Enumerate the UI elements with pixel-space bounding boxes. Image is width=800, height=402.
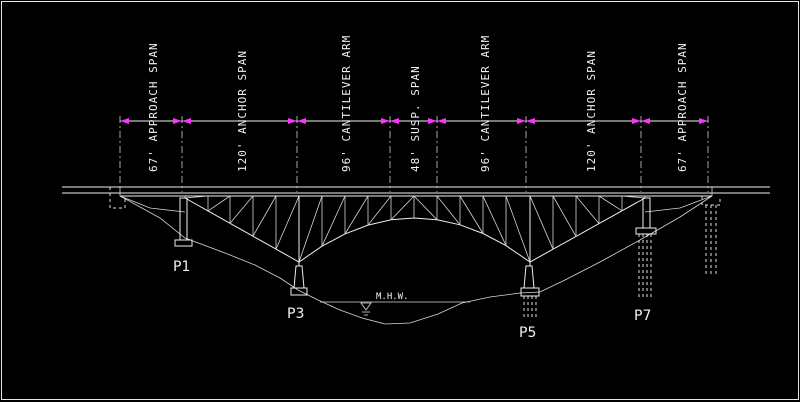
pier-label-p5: P5: [519, 325, 536, 341]
water-level: M.H.W.: [320, 292, 470, 316]
truss-diagonal: [505, 195, 531, 263]
span-label-anchor-left: 120' ANCHOR SPAN: [236, 50, 249, 172]
truss-diagonal: [184, 195, 209, 199]
mhw-label: M.H.W.: [376, 292, 409, 302]
truss-diagonal: [275, 195, 300, 250]
pier-label-p1: P1: [173, 259, 190, 275]
dimension-arrow: [517, 118, 526, 124]
dimension-arrow: [632, 118, 641, 124]
dimension-arrow: [182, 118, 191, 124]
truss-diagonal: [252, 195, 277, 237]
span-label-suspended: 48' SUSP. SPAN: [409, 65, 422, 172]
truss-diagonal: [575, 195, 600, 224]
right-abutment: [701, 196, 721, 275]
ground-profile: [119, 195, 713, 325]
dimension-arrow: [437, 118, 446, 124]
span-dimensions: [119, 116, 709, 192]
pier-p3: [290, 265, 308, 296]
truss-diagonal: [529, 195, 554, 250]
dimension-arrow: [288, 118, 297, 124]
approach-girder-right: [644, 195, 713, 213]
truss-diagonal: [390, 195, 415, 221]
pier-p7: [635, 197, 657, 300]
span-label-approach-right: 67' APPROACH SPAN: [676, 42, 689, 172]
left-abutment: [109, 187, 126, 209]
span-label-anchor-right: 120' ANCHOR SPAN: [585, 50, 598, 172]
dimension-arrow: [381, 118, 390, 124]
span-label-cantilever-right: 96' CANTILEVER ARM: [479, 35, 492, 172]
truss-diagonal: [598, 195, 623, 212]
span-labels: 67' APPROACH SPAN 120' ANCHOR SPAN 96' C…: [147, 35, 689, 172]
dimension-arrow: [428, 118, 437, 124]
truss-diagonal: [207, 195, 231, 212]
truss-diagonal: [321, 195, 346, 247]
pier-label-p3: P3: [287, 306, 304, 322]
dimension-arrow: [526, 118, 535, 124]
dimension-arrow: [120, 118, 129, 124]
truss-diagonal: [621, 195, 646, 199]
truss-diagonal: [229, 195, 254, 224]
truss-diagonal: [552, 195, 577, 237]
pier-p1: [174, 197, 193, 247]
pier-label-p7: P7: [634, 308, 651, 324]
pier-p5: [520, 265, 540, 318]
truss-diagonal: [298, 195, 323, 263]
span-label-approach-left: 67' APPROACH SPAN: [147, 42, 160, 172]
truss-diagonal: [367, 195, 392, 226]
truss-diagonal: [482, 195, 507, 246]
dimension-arrow: [390, 118, 399, 124]
cantilever-truss: [119, 195, 713, 266]
approach-girder-left: [119, 195, 186, 213]
truss-diagonal: [436, 195, 461, 226]
truss-diagonal: [459, 195, 484, 234]
truss-diagonal: [344, 195, 369, 235]
truss-diagonal: [413, 195, 438, 220]
dimension-arrow: [173, 118, 182, 124]
dimension-arrow: [297, 118, 306, 124]
bridge-deck: [62, 186, 770, 197]
dimension-arrow: [699, 118, 708, 124]
dimension-arrow: [641, 118, 650, 124]
span-label-cantilever-left: 96' CANTILEVER ARM: [340, 35, 353, 172]
